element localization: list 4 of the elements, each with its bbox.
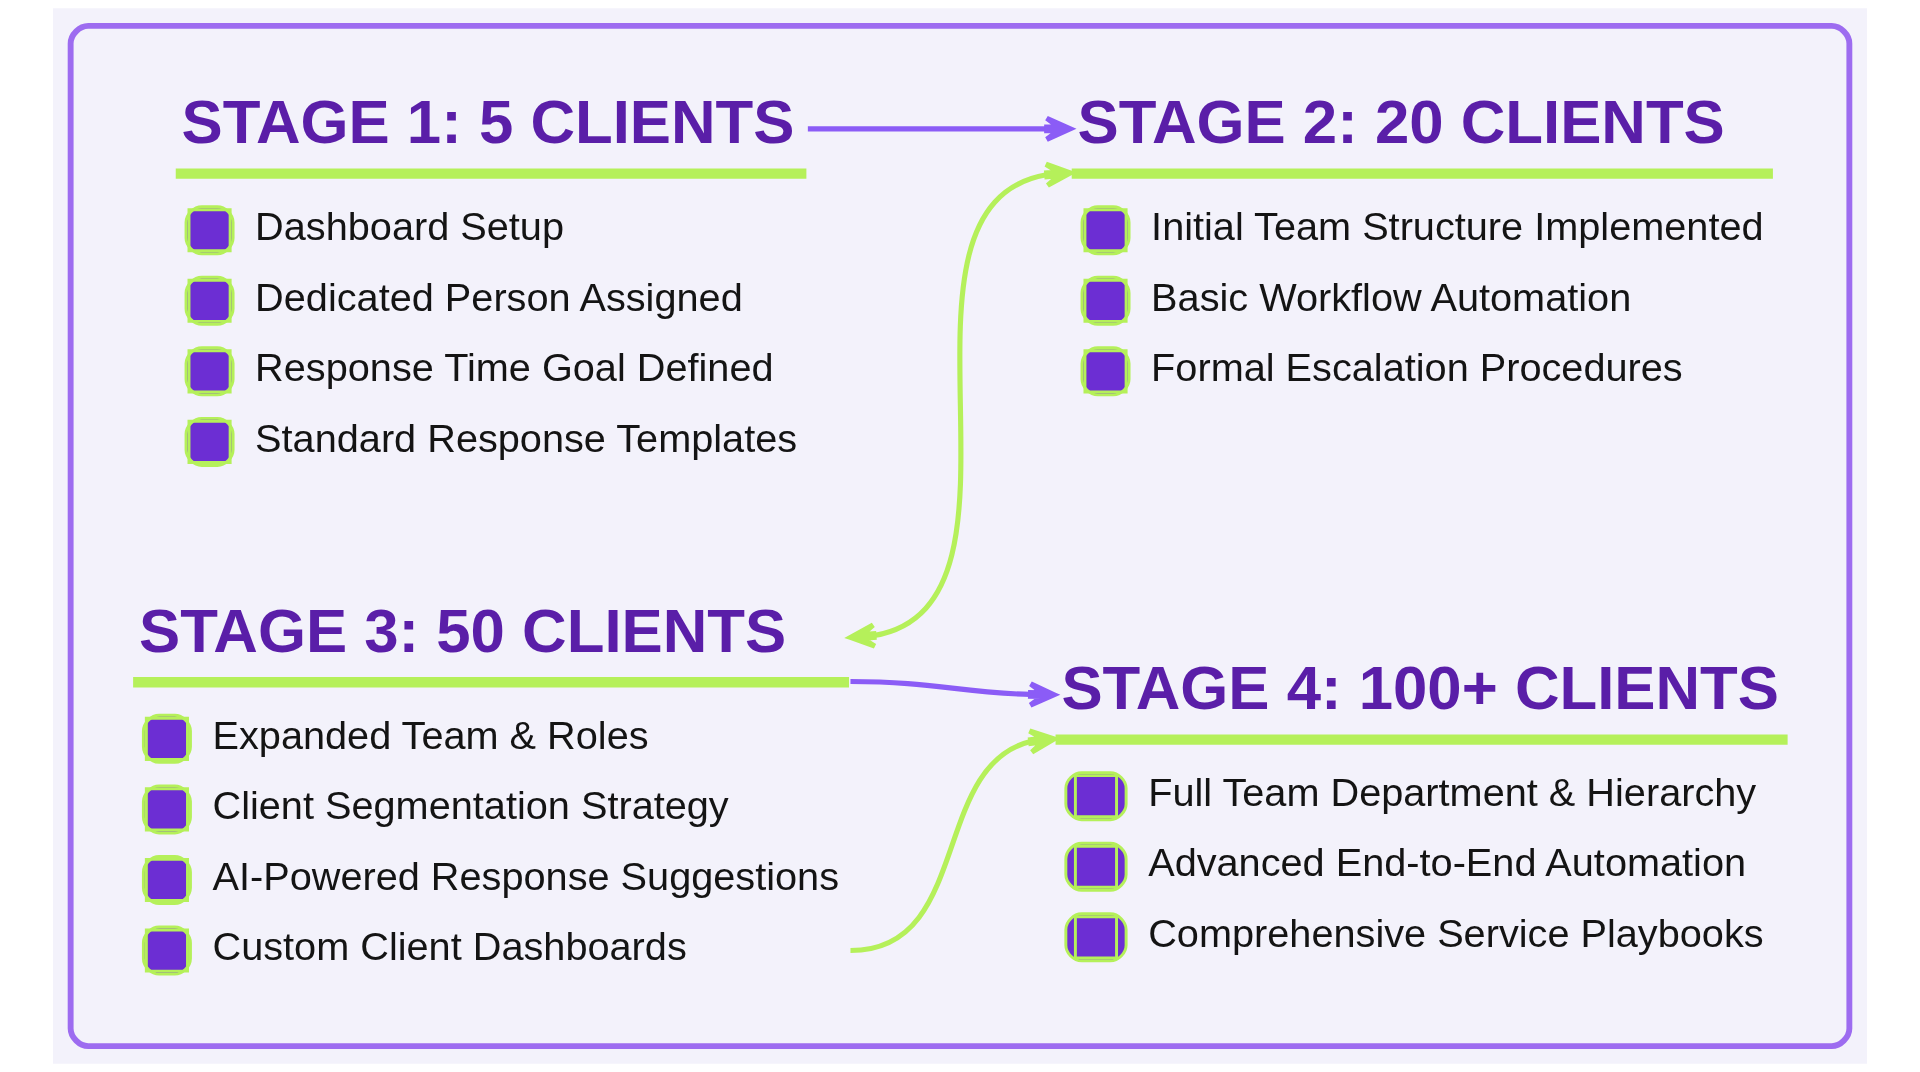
node-label: STAGE 2: 20 CLIENTS	[1077, 86, 1725, 156]
node-label: STAGE 1: 5 CLIENTS	[181, 86, 795, 156]
node-label: STAGE 3: 50 CLIENTS	[139, 595, 787, 665]
node-label: STAGE 4: 100+ CLIENTS	[1061, 652, 1780, 722]
